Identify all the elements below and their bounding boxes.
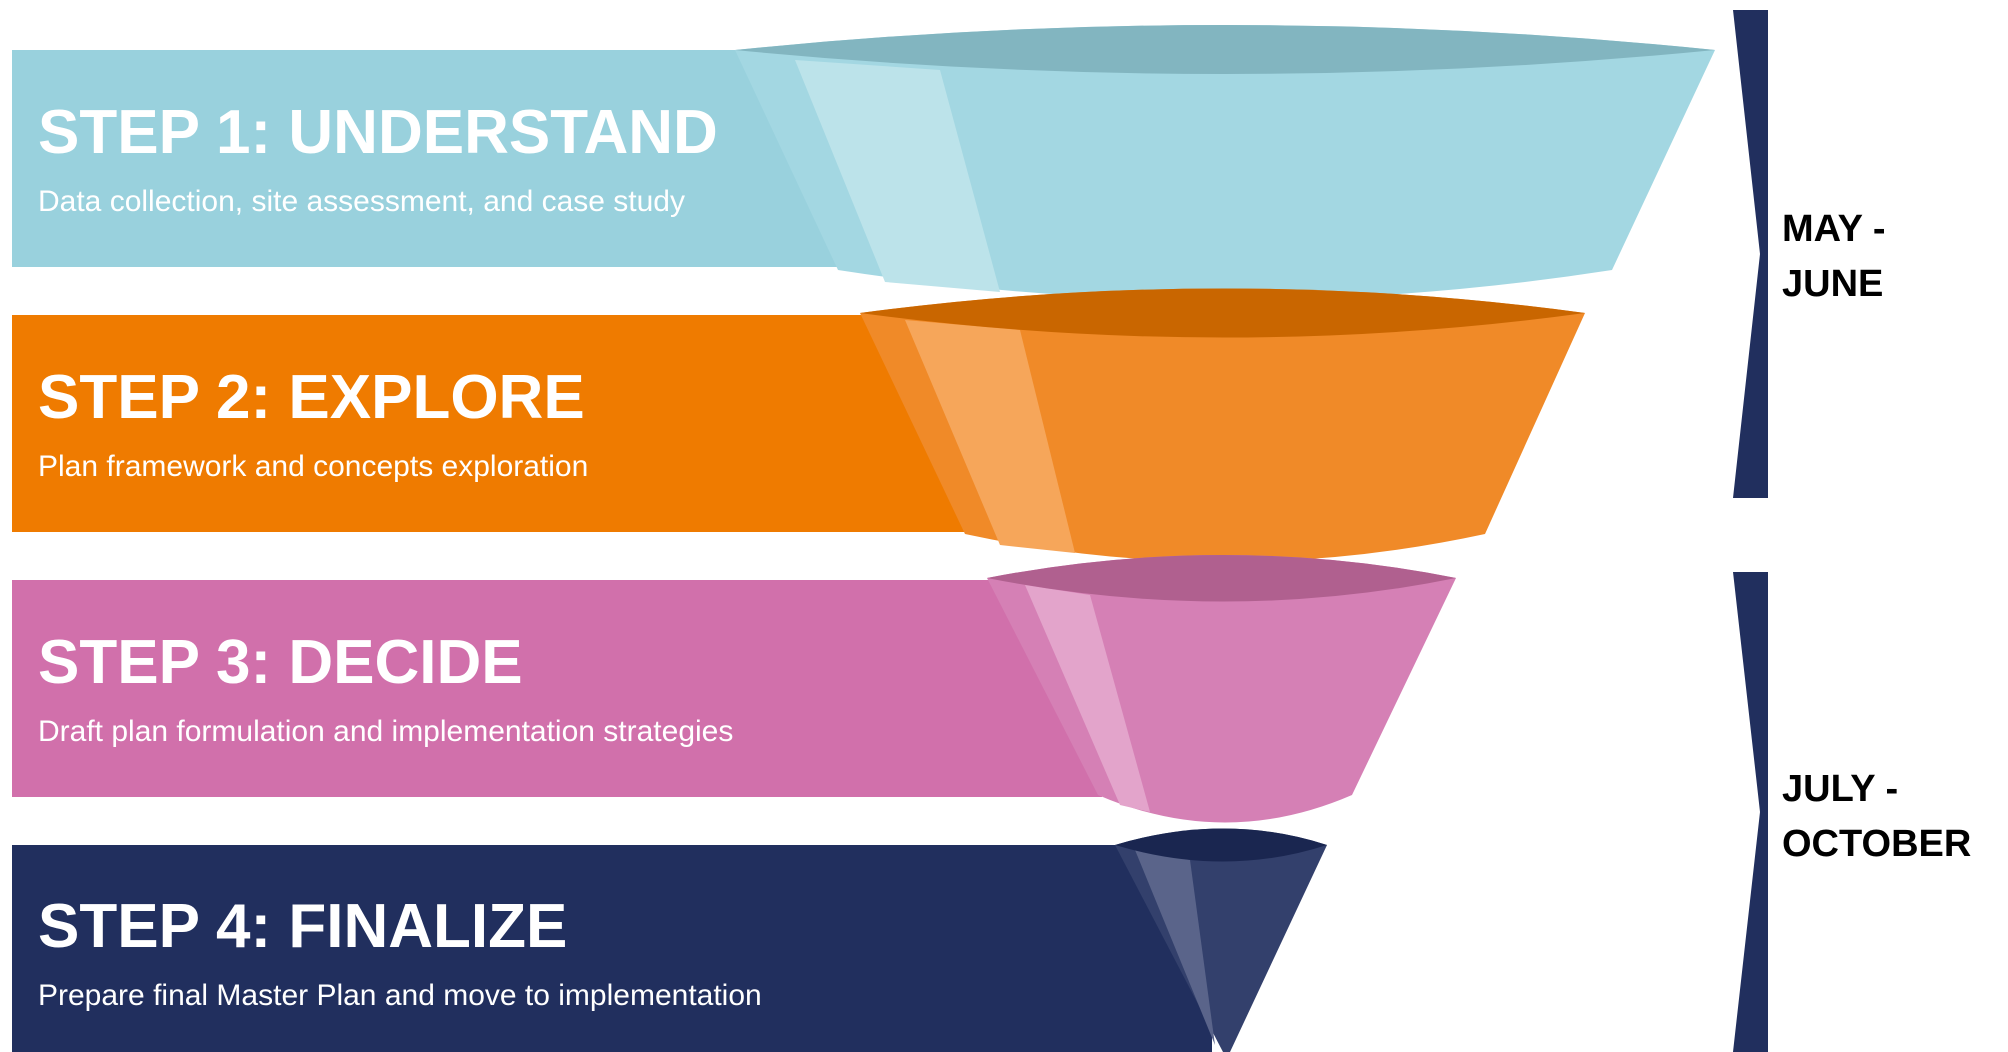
funnel-segment-2-rim [860, 288, 1585, 338]
funnel-segment-3-highlight [1025, 585, 1150, 812]
step-1-description: Data collection, site assessment, and ca… [38, 185, 685, 218]
phase-1-bracket [1733, 10, 1768, 498]
step-2: STEP 2: EXPLORE Plan framework and conce… [12, 315, 1012, 532]
phase-2-label-line1: JULY - [1782, 768, 1898, 810]
funnel-segment-4 [1115, 828, 1327, 1052]
funnel-segment-4-rim [1115, 828, 1327, 862]
step-3-description: Draft plan formulation and implementatio… [38, 715, 733, 748]
funnel-segment-1-highlight [795, 60, 1000, 292]
phase-1: MAY - JUNE [1733, 10, 1885, 498]
phase-2-label-line2: OCTOBER [1782, 823, 1971, 865]
step-3-band [12, 580, 1102, 797]
funnel-segment-1 [735, 25, 1715, 300]
funnel-segment-2 [860, 288, 1585, 562]
phase-2-bracket [1733, 572, 1768, 1052]
phase-1-label-line2: JUNE [1782, 263, 1883, 305]
step-1: STEP 1: UNDERSTAND Data collection, site… [12, 50, 892, 267]
funnel-segment-1-rim [735, 25, 1715, 74]
step-2-band [12, 315, 1012, 532]
step-2-description: Plan framework and concepts exploration [38, 450, 588, 483]
step-3: STEP 3: DECIDE Draft plan formulation an… [12, 580, 1102, 797]
phase-1-label-line1: MAY - [1782, 208, 1885, 250]
funnel-segment-3 [987, 555, 1456, 823]
funnel-segment-2-highlight [905, 320, 1075, 553]
step-4-band [12, 845, 1212, 1052]
step-4: STEP 4: FINALIZE Prepare final Master Pl… [12, 845, 1212, 1052]
step-4-title: STEP 4: FINALIZE [38, 892, 567, 961]
step-3-title: STEP 3: DECIDE [38, 628, 523, 697]
phase-2: JULY - OCTOBER [1733, 572, 1971, 1052]
step-2-title: STEP 2: EXPLORE [38, 363, 585, 432]
funnel-segment-4-highlight [1135, 850, 1215, 1045]
step-1-band [12, 50, 892, 267]
step-4-description: Prepare final Master Plan and move to im… [38, 979, 762, 1012]
step-1-title: STEP 1: UNDERSTAND [38, 98, 718, 167]
funnel-segment-3-rim [987, 555, 1456, 602]
